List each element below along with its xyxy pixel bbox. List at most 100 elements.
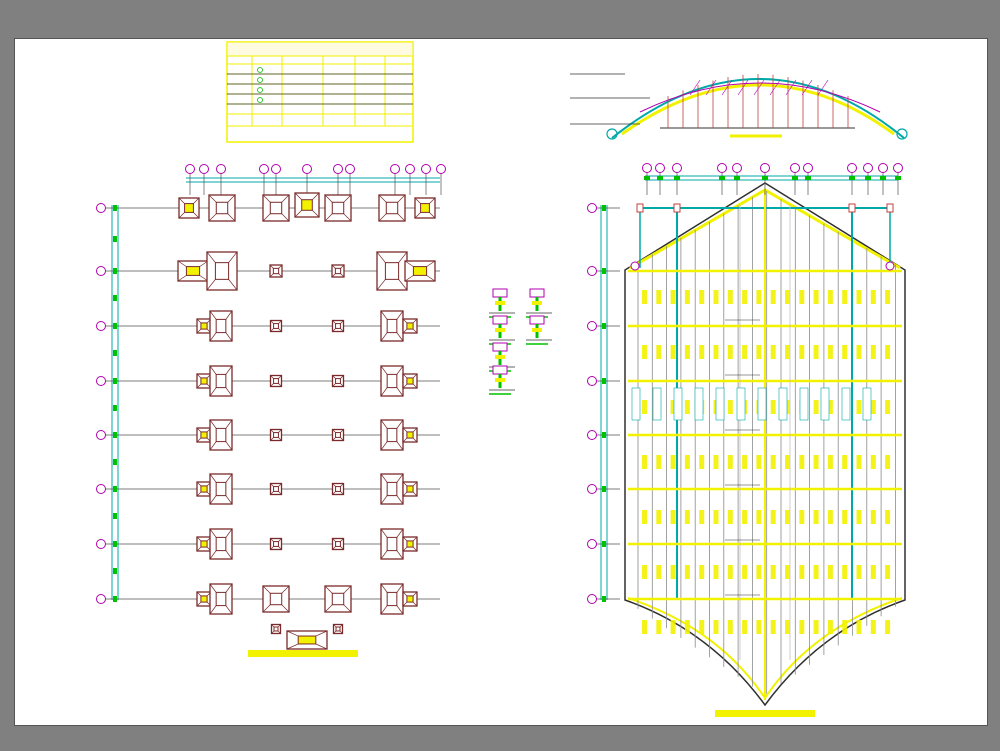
beam-end (673, 203, 681, 213)
bracing-mark (670, 455, 676, 469)
dim-tick (792, 176, 798, 180)
dim-tick (849, 176, 855, 180)
bracing-mark (684, 620, 690, 634)
bracing-mark (813, 510, 819, 524)
bracing-mark (870, 290, 876, 304)
bracing-mark (885, 400, 891, 414)
footing-pedestal (406, 431, 414, 439)
footing (196, 536, 212, 552)
bracing-mark (699, 565, 705, 579)
bracing-mark (656, 620, 662, 634)
bracing-mark (713, 345, 719, 359)
dim-tick (674, 176, 680, 180)
column-grid-bubble (655, 163, 665, 173)
bracing-mark (785, 455, 790, 469)
dim-tick (657, 176, 663, 180)
beam-end (636, 203, 644, 213)
footing-pedestal (386, 318, 398, 334)
footing-pedestal (334, 267, 342, 275)
bracing-mark (856, 345, 862, 359)
bracing-mark (742, 455, 748, 469)
footing-pedestal (200, 377, 208, 385)
bracing-mark (856, 565, 862, 579)
bracing-mark (642, 345, 647, 359)
dim-tick (602, 268, 606, 274)
footing-pedestal (335, 432, 341, 438)
column-grid-bubble (847, 163, 857, 173)
member-tag (694, 387, 704, 421)
footing-pedestal (406, 540, 414, 548)
bracing-mark (727, 510, 733, 524)
column-grid-bubble (345, 164, 355, 174)
member-tag (652, 387, 662, 421)
bracing-mark (870, 565, 876, 579)
footing-pedestal (273, 541, 279, 547)
bracing-mark (785, 565, 790, 579)
row-grid-bubble (96, 484, 106, 494)
bracing-mark (770, 345, 776, 359)
foundation-plan (96, 164, 446, 657)
footing (402, 536, 418, 552)
footing-pedestal (406, 485, 414, 493)
bracing-mark (799, 510, 805, 524)
bracing-mark (727, 620, 733, 634)
footing (178, 197, 200, 219)
footing-pedestal (184, 203, 194, 213)
truss-diagonal (737, 79, 749, 96)
row-grid-bubble (587, 539, 597, 549)
footing-pedestal (200, 485, 208, 493)
footing (286, 630, 328, 650)
footing (209, 419, 233, 451)
bracing-mark (870, 620, 876, 634)
detail-plate (492, 365, 508, 375)
column-grid-bubble (732, 163, 742, 173)
truss-diagonal (705, 79, 717, 96)
bracing-mark (727, 400, 733, 414)
footing (269, 319, 283, 333)
footing (262, 194, 290, 222)
footing (206, 251, 238, 291)
dim-tick (113, 295, 117, 301)
member-tag (673, 387, 683, 421)
bracing-mark (670, 565, 676, 579)
member-tag (799, 387, 809, 421)
arch-inner (621, 83, 895, 136)
bracing-mark (813, 455, 819, 469)
bracing-mark (684, 455, 690, 469)
detail-weld (495, 355, 505, 359)
corner-marker (885, 261, 895, 271)
footing (270, 623, 282, 635)
footing-pedestal (215, 373, 227, 389)
bracing-mark (713, 455, 719, 469)
bracing-mark (827, 400, 833, 414)
footing-pedestal (384, 262, 400, 280)
footing-pedestal (386, 373, 398, 389)
column-grid-bubble (199, 164, 209, 174)
footing (402, 591, 418, 607)
bracing-mark (870, 345, 876, 359)
arch-outer (611, 78, 905, 139)
bracing-mark (827, 510, 833, 524)
roof-grid-bubbles (587, 163, 903, 604)
bracing-mark (785, 510, 790, 524)
member-tag (757, 387, 767, 421)
footing-pedestal (406, 377, 414, 385)
detail-weld (495, 328, 505, 332)
footing-pedestal (200, 431, 208, 439)
truss-diagonal (785, 79, 797, 96)
footing-pedestal (273, 378, 279, 384)
footing (380, 365, 404, 397)
footing (404, 260, 436, 282)
bracing-mark (713, 620, 719, 634)
footing-pedestal (335, 626, 341, 632)
footing (196, 481, 212, 497)
column-grid-bubble (436, 164, 446, 174)
bracing-mark (870, 400, 876, 414)
dim-tick (762, 176, 768, 180)
footing-pedestal (200, 322, 208, 330)
bracing-mark (756, 510, 762, 524)
bracing-mark (756, 290, 762, 304)
table-footing-symbol (257, 67, 263, 73)
truss-diagonal (721, 79, 733, 96)
footing (209, 473, 233, 505)
